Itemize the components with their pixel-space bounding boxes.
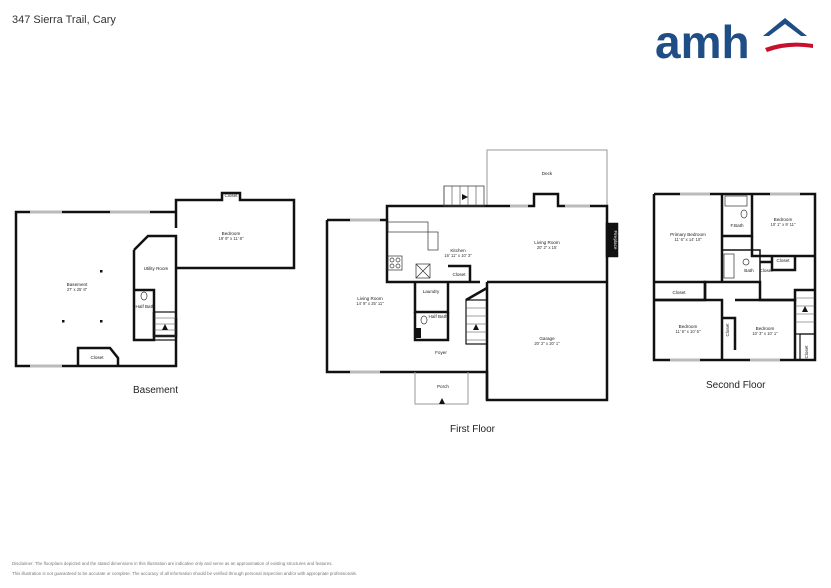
basement-closet-walls bbox=[76, 346, 120, 366]
garage-name: Garage bbox=[539, 336, 555, 341]
living-right-name: Living Room bbox=[534, 240, 560, 245]
fireplace-box bbox=[605, 222, 619, 258]
toilet-icon bbox=[140, 291, 148, 301]
closet-b-name: Closet bbox=[759, 268, 773, 273]
basement-stairs bbox=[153, 311, 177, 341]
laundry-name: Laundry bbox=[423, 289, 440, 294]
basement-closet-bottom: Closet bbox=[90, 355, 104, 360]
washer-icon bbox=[415, 263, 431, 279]
fixtures bbox=[140, 195, 750, 325]
laundry-walls bbox=[413, 282, 450, 314]
toilet-icon bbox=[420, 315, 428, 325]
basement-label: Basement bbox=[133, 385, 179, 396]
tub-icon bbox=[723, 253, 735, 279]
closet-d-name: Closet bbox=[725, 323, 730, 337]
living-left-dim: 14' 9" x 25' 11" bbox=[356, 301, 384, 306]
bath-name: Bath bbox=[744, 268, 754, 273]
first-half-bath-walls bbox=[413, 312, 450, 342]
living-right-dim: 20' 2" x 15' bbox=[537, 245, 558, 250]
toilet-icon bbox=[742, 258, 750, 266]
up-arrow-icon bbox=[162, 324, 168, 330]
counter-icon bbox=[387, 221, 429, 233]
basement-room-dim: 27' x 25' 8" bbox=[67, 287, 88, 292]
logo-roof-icon bbox=[763, 18, 807, 36]
closet-c-name: Closet bbox=[672, 290, 686, 295]
basement-half-bath-walls bbox=[132, 250, 156, 342]
basement-posts bbox=[62, 270, 103, 323]
arrows bbox=[162, 194, 808, 404]
utility-room-name: Utility Room bbox=[144, 266, 169, 271]
first-stairs bbox=[465, 299, 488, 345]
basement-half-bath-name: Half Bath bbox=[136, 304, 155, 309]
basement-closet-top: Closet bbox=[224, 193, 238, 198]
basement-bedroom-dim: 19' 9" x 11' 8" bbox=[219, 236, 244, 241]
living-left-name: Living Room bbox=[357, 296, 383, 301]
room-labels: Basement 27' x 25' 8" Bedroom 19' 9" x 1… bbox=[67, 171, 809, 389]
up-arrow-icon bbox=[473, 324, 479, 330]
fridge-icon bbox=[427, 231, 439, 251]
disclaimer-line-1: Disclaimer: The floorplans depicted and … bbox=[12, 561, 333, 566]
kitchen-name: Kitchen bbox=[450, 248, 466, 253]
kitchen-dim: 16' 11" x 10' 3" bbox=[444, 253, 472, 258]
first-half-bath-name: Half Bath bbox=[429, 314, 448, 319]
first-stairs-walls bbox=[465, 286, 488, 302]
logo-swoosh-icon bbox=[765, 42, 813, 52]
bedroom-ne-walls bbox=[750, 236, 815, 258]
first-closet-walls bbox=[448, 264, 472, 282]
kitchen-walls bbox=[385, 220, 480, 284]
first-closet-name: Closet bbox=[452, 272, 466, 277]
closet-a-name: Closet bbox=[776, 258, 790, 263]
garage-dim: 20' 2" x 20' 1" bbox=[534, 341, 560, 346]
water-heater-icon bbox=[414, 328, 421, 338]
basement-bedroom-walls bbox=[174, 191, 296, 270]
bedroom-sw-dim: 11' 6" x 10' 5" bbox=[676, 329, 701, 334]
basement-outline bbox=[14, 210, 178, 368]
amh-logo: amh bbox=[655, 16, 813, 66]
windows bbox=[30, 192, 800, 374]
porch-name: Porch bbox=[437, 384, 449, 389]
bedroom-se-dim: 10' 3" x 10' 1" bbox=[752, 331, 778, 336]
property-address: 347 Sierra Trail, Cary bbox=[12, 14, 116, 26]
tub-icon bbox=[724, 195, 748, 207]
primary-bedroom-dim: 11' 6" x 14' 10" bbox=[674, 237, 702, 242]
bedroom-ne-dim: 10' 1" x 9' 11" bbox=[771, 222, 796, 227]
closet-d-walls bbox=[722, 316, 737, 350]
basement-plan bbox=[14, 191, 296, 368]
bedroom-sw-walls bbox=[654, 298, 724, 360]
primary-bedroom-name: Primary Bedroom bbox=[670, 232, 706, 237]
deck-name: Deck bbox=[542, 171, 553, 176]
fbath-walls bbox=[722, 194, 754, 238]
disclaimer-line-2: This illustration is not guaranteed to b… bbox=[12, 571, 358, 576]
up-arrow-icon bbox=[439, 398, 445, 404]
closet-e-box bbox=[799, 333, 816, 361]
deck-stairs bbox=[443, 185, 485, 207]
first-floor-label: First Floor bbox=[450, 424, 495, 435]
bedroom-se-name: Bedroom bbox=[756, 326, 775, 331]
bedroom-ne-name: Bedroom bbox=[774, 217, 793, 222]
fbath-name: F.Bath bbox=[730, 223, 743, 228]
hall-walls bbox=[703, 280, 815, 302]
second-floor-plan bbox=[652, 192, 817, 362]
stair-treads bbox=[154, 186, 815, 341]
basement-bedroom-name: Bedroom bbox=[222, 231, 241, 236]
basement-room-name: Basement bbox=[67, 282, 88, 287]
foyer-name: Foyer bbox=[435, 350, 447, 355]
logo-text: amh bbox=[655, 16, 750, 66]
right-arrow-icon bbox=[462, 194, 468, 200]
toilet-icon bbox=[740, 209, 748, 219]
fireplace-name: Fireplace bbox=[613, 231, 618, 250]
bedroom-sw-name: Bedroom bbox=[679, 324, 698, 329]
closet-e-name: Closet bbox=[804, 345, 809, 359]
deck-outline bbox=[486, 149, 608, 206]
second-floor-label: Second Floor bbox=[706, 380, 766, 391]
first-floor-plan bbox=[325, 149, 619, 405]
stove-icon bbox=[387, 255, 403, 271]
up-arrow-icon bbox=[802, 306, 808, 312]
